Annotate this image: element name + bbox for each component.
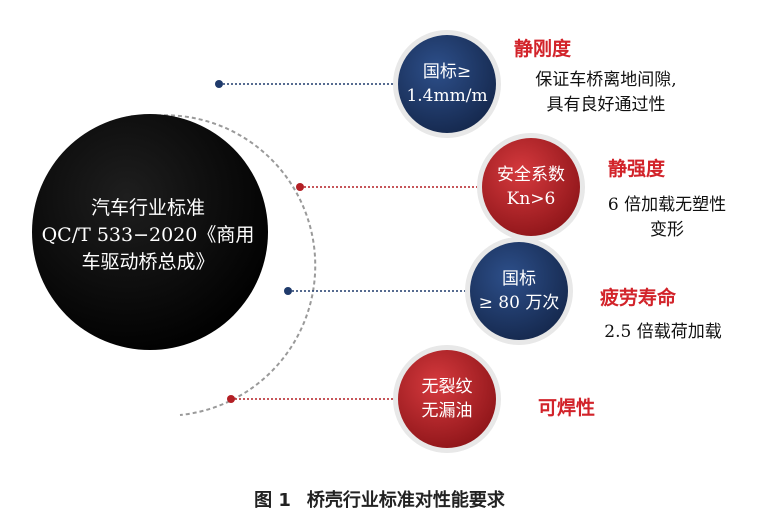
node-1-line-1: 国标≥ — [422, 62, 472, 82]
node-3-label: 国标 ≥ 80 万次 — [469, 267, 569, 315]
node-2-title: 静强度 — [608, 158, 666, 180]
node-3-line-1: 国标 — [502, 269, 536, 289]
node-3-title: 疲劳寿命 — [600, 287, 677, 309]
node-2-label: 安全系数 Kn>6 — [481, 163, 581, 211]
caption-text: 桥壳行业标准对性能要求 — [306, 490, 505, 511]
center-label: 汽车行业标准 QC/T 533−2020《商用 车驱动桥总成》 — [38, 195, 258, 276]
figure-caption: 图 1 桥壳行业标准对性能要求 — [0, 486, 759, 512]
node-circle-2 — [477, 133, 585, 241]
node-3-desc: 2.5 倍载荷加载 — [583, 320, 743, 345]
connector-4 — [227, 395, 398, 403]
node-1-title: 静刚度 — [514, 38, 572, 60]
node-2-line-1: 安全系数 — [497, 165, 565, 185]
node-3-desc-line-1: 2.5 倍载荷加载 — [604, 322, 722, 342]
node-2-desc-line-1: 6 倍加载无塑性 — [607, 195, 727, 215]
node-2-desc-line-2: 变形 — [650, 220, 684, 240]
node-1-desc-line-2: 具有良好通过性 — [546, 95, 666, 115]
node-1-label: 国标≥ 1.4mm/m — [397, 60, 497, 108]
caption-label: 图 1 — [254, 490, 291, 511]
node-circle-3 — [465, 237, 573, 345]
center-line-3: 车驱动桥总成》 — [81, 251, 215, 273]
node-1-desc-line-1: 保证车桥离地间隙, — [535, 70, 677, 90]
center-line-2: QC/T 533−2020《商用 — [41, 224, 255, 246]
node-circle-4 — [393, 345, 501, 453]
connector-2 — [296, 183, 482, 191]
node-circle-1 — [393, 30, 501, 138]
node-2-line-2: Kn>6 — [506, 189, 556, 209]
node-4-label: 无裂纹 无漏油 — [397, 375, 497, 423]
node-4-line-2: 无漏油 — [421, 401, 473, 421]
node-3-line-2: ≥ 80 万次 — [478, 293, 560, 313]
node-4-title: 可焊性 — [538, 397, 596, 419]
node-2-desc: 6 倍加载无塑性 变形 — [592, 193, 742, 243]
center-line-1: 汽车行业标准 — [90, 197, 205, 219]
node-1-desc: 保证车桥离地间隙, 具有良好通过性 — [506, 68, 706, 118]
center-circle — [32, 114, 268, 350]
node-1-line-2: 1.4mm/m — [406, 86, 488, 106]
connector-1 — [215, 80, 398, 88]
connector-3 — [284, 287, 470, 295]
outer-dashed-arc — [149, 114, 317, 416]
node-4-line-1: 无裂纹 — [421, 377, 473, 397]
